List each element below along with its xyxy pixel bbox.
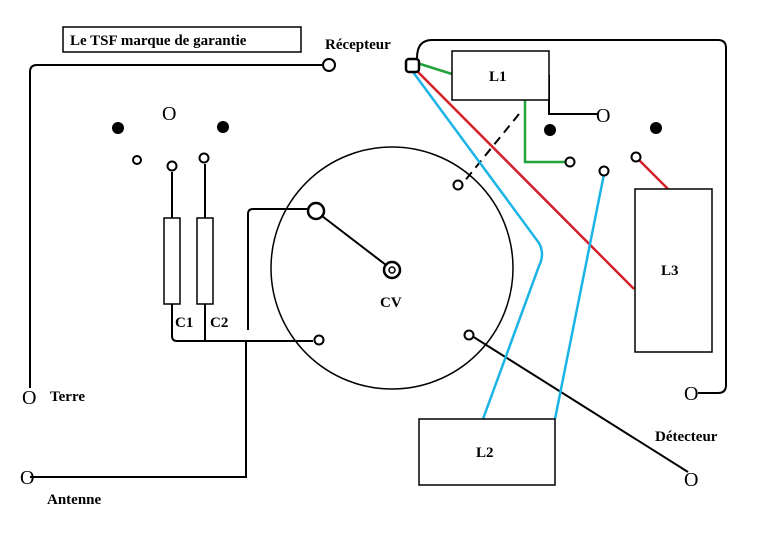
loop-end-terminal: O xyxy=(684,383,698,405)
green-wires xyxy=(416,61,567,164)
terre-terminal: O xyxy=(22,387,36,409)
blue-wires xyxy=(411,71,606,420)
circle-terminals xyxy=(132,58,642,346)
pin-dot-right-2 xyxy=(650,122,662,134)
terre-label: Terre xyxy=(50,389,85,405)
antenne-wire-upper xyxy=(247,208,308,330)
l3-coil: L3 xyxy=(634,188,713,353)
blue-wire-l2-left xyxy=(411,71,544,420)
l1-label: L1 xyxy=(489,69,507,85)
antenne-terminal: O xyxy=(20,467,34,489)
l1-right-wire xyxy=(548,75,598,115)
c2-capacitor: C2 xyxy=(196,217,228,331)
red-wire-l3-top xyxy=(638,159,669,190)
detecteur-label: Détecteur xyxy=(655,429,718,445)
detecteur-terminal: O xyxy=(684,469,698,491)
title-text: Le TSF marque de garantie xyxy=(70,33,247,49)
red-wire-l3 xyxy=(415,69,635,290)
terre-wire xyxy=(29,64,324,388)
detecteur-wire xyxy=(471,335,689,473)
c1-capacitor: C1 xyxy=(163,217,193,331)
small-terminal-left xyxy=(132,155,142,165)
pin-dot-left-2 xyxy=(217,121,229,133)
cv-label: CV xyxy=(380,295,402,311)
cv-rotor-arm xyxy=(321,215,387,266)
pin-dots xyxy=(112,121,662,136)
l2-label: L2 xyxy=(476,445,494,461)
l2-coil: L2 xyxy=(418,418,556,486)
cv-top-terminal xyxy=(452,179,464,191)
pin-dot-left-1 xyxy=(112,122,124,134)
antenne-label: Antenne xyxy=(47,492,102,508)
title-box: Le TSF marque de garantie xyxy=(62,26,302,53)
title-frame xyxy=(62,26,302,53)
cv-center-knob xyxy=(382,260,402,280)
l1-box xyxy=(451,50,550,101)
c1-terminal xyxy=(166,160,178,172)
l1-coil: L1 xyxy=(451,50,550,101)
cv-center-hub xyxy=(388,266,396,274)
blue-wire-l2-right xyxy=(553,173,606,420)
blue-terminal xyxy=(598,165,610,177)
black-wires xyxy=(29,39,727,478)
l1-output-terminal: O xyxy=(596,105,610,127)
green-wire-terminal xyxy=(523,100,567,164)
o-terminals: O O O O O O xyxy=(20,103,698,491)
l2-box xyxy=(418,418,556,486)
l3-label: L3 xyxy=(661,263,679,279)
pin-dot-right-1 xyxy=(544,124,556,136)
antenne-wire-lower xyxy=(30,342,247,478)
red-wires xyxy=(415,69,669,290)
c2-terminal xyxy=(198,152,210,164)
c2-body xyxy=(196,217,214,305)
l3-box xyxy=(634,188,713,353)
cv-dial-circle xyxy=(270,146,514,390)
green-terminal xyxy=(564,156,576,168)
c1-body xyxy=(163,217,181,305)
terre-recepteur-terminal xyxy=(322,58,336,72)
green-wire-l1 xyxy=(416,61,453,76)
red-terminal xyxy=(630,151,642,163)
cv-bottom-terminal xyxy=(463,329,475,341)
socket-terminal-top: O xyxy=(162,103,176,125)
cv-left-terminal xyxy=(313,334,325,346)
recepteur-terminal xyxy=(404,57,421,74)
c1-label: C1 xyxy=(175,315,193,331)
recepteur-loop-wire xyxy=(416,39,727,394)
recepteur-label: Récepteur xyxy=(325,37,391,53)
c2-label: C2 xyxy=(210,315,228,331)
capacitor-bus xyxy=(171,304,313,342)
cv-rotor-terminal xyxy=(306,201,326,221)
